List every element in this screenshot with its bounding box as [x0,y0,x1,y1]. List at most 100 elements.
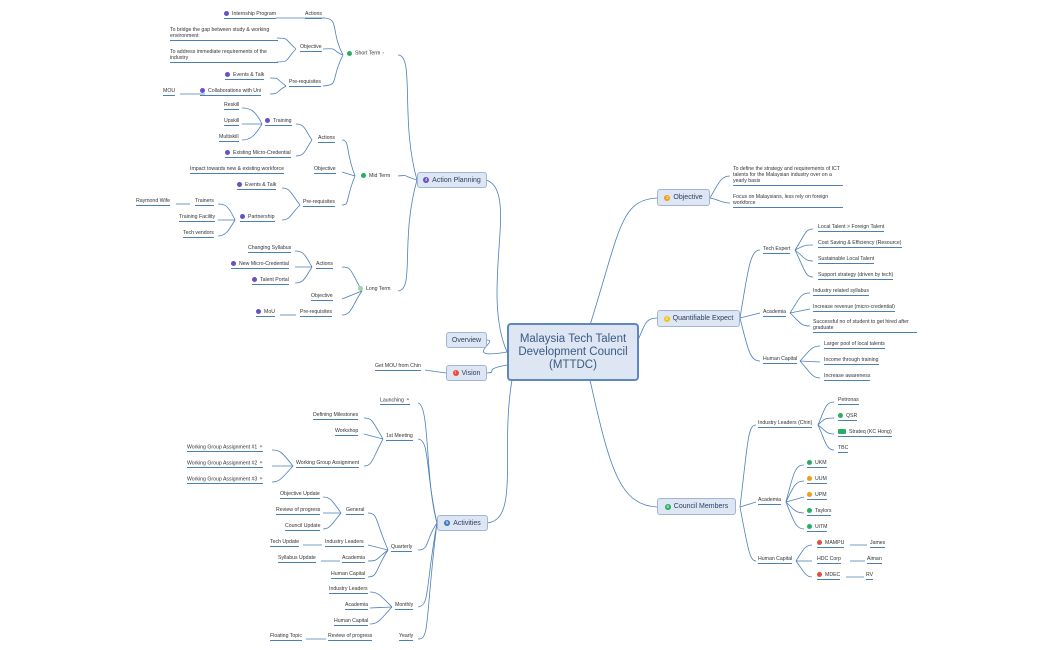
act-wga-1[interactable]: Working Group Assignment #1⚑ [187,444,263,453]
q-te-4[interactable]: Support strategy (driven by tech) [818,272,894,280]
mt-existing[interactable]: Existing Micro-Credential [225,150,291,158]
c-mampu[interactable]: MAMPU [817,540,845,548]
mt-prereq[interactable]: Pre-requisites [303,199,336,207]
q-academia[interactable]: Academia [763,309,787,317]
c-taylors[interactable]: Taylors [807,508,832,516]
act-council-update[interactable]: Council Update [285,523,321,531]
c-uum[interactable]: UUM [807,476,827,484]
act-tech-update[interactable]: Tech Update [270,539,300,547]
q-hc-1[interactable]: Larger pool of local talents [824,341,885,349]
mt-training[interactable]: Training [265,118,292,126]
lt-portal[interactable]: Talent Portal [252,277,289,285]
c-upm[interactable]: UPM [807,492,827,500]
lt-syllabus[interactable]: Changing Syllabus [248,245,292,253]
st-events[interactable]: Events & Talk [225,72,265,80]
act-wga[interactable]: Working Group Assignment [296,460,360,468]
c-tbc[interactable]: TBC [838,445,849,453]
mt-reskill[interactable]: Reskill [224,102,240,110]
mt-events[interactable]: Events & Talk [237,182,277,190]
act-review-progress[interactable]: Review of progress [276,507,321,515]
act-monthly-academia[interactable]: Academia [345,602,369,610]
act-launching[interactable]: Launching⚑ [380,397,410,406]
c-qsr[interactable]: QSR [838,413,858,421]
st-mou[interactable]: MOU [163,88,176,96]
q-hc-3[interactable]: Increase awareness [824,373,871,381]
c-hdc[interactable]: HDC Corp [817,556,841,564]
central-topic[interactable]: Malaysia Tech Talent Development Council… [507,323,639,381]
act-wga-2[interactable]: Working Group Assignment #2⚑ [187,460,263,469]
c-james[interactable]: James [870,540,886,548]
lt-mou[interactable]: MoU [256,309,275,317]
lt-objective[interactable]: Objective [311,293,333,301]
q-te-1[interactable]: Local Talent > Foreign Talent [818,224,885,232]
q-te-3[interactable]: Sustainable Local Talent [818,256,875,264]
topic-council[interactable]: 6 Council Members [657,498,736,515]
mt-facility[interactable]: Training Facility [179,214,216,222]
c-uitm[interactable]: UiTM [807,524,828,532]
c-ukm[interactable]: UKM [807,460,827,468]
act-monthly[interactable]: Monthly [395,602,414,610]
q-ac-2[interactable]: Increase revenue (micro-credential) [813,304,895,312]
act-yearly-review[interactable]: Review of progress [328,633,373,641]
st-objective[interactable]: Objective [300,44,322,52]
st-obj-1[interactable]: To bridge the gap between study & workin… [170,27,278,41]
act-wga-3[interactable]: Working Group Assignment #3⚑ [187,476,263,485]
mt-impact[interactable]: Impact towards new & existing workforce [190,166,284,174]
act-quarterly[interactable]: Quarterly [391,544,413,552]
mt-objective[interactable]: Objective [314,166,336,174]
mt-multiskill[interactable]: Multiskill [219,134,239,142]
act-academia[interactable]: Academia [342,555,366,563]
lt-micro[interactable]: New Micro-Credential [231,261,289,269]
mt-partnership[interactable]: Partnership [240,214,275,222]
topic-objective[interactable]: 2 Objective [657,189,710,206]
q-te-2[interactable]: Cost Saving & Efficiency (Resource) [818,240,902,248]
floating-topic[interactable]: Floating Topic [270,633,302,641]
c-human-capital[interactable]: Human Capital [758,556,793,564]
st-internship[interactable]: Internship Program [224,11,277,19]
mt-upskill[interactable]: Upskill [224,118,240,126]
act-workshop[interactable]: Workshop [335,428,359,436]
mt-trainers[interactable]: Trainers [195,198,214,206]
act-monthly-industry[interactable]: Industry Leaders [329,586,368,594]
st-actions[interactable]: Actions [305,11,323,19]
objective-1[interactable]: To define the strategy and requirements … [733,166,843,186]
c-rv[interactable]: RV [866,572,874,580]
vision-note[interactable]: Get MOU from Chin [375,363,421,371]
long-term[interactable]: Long Term [358,286,390,292]
topic-vision[interactable]: ! Vision [446,365,487,381]
c-academia[interactable]: Academia [758,497,782,505]
c-mdec[interactable]: MDEC [817,572,841,580]
act-defining[interactable]: Defining Milestones [313,412,359,420]
q-human-capital[interactable]: Human Capital [763,356,798,364]
act-syllabus-update[interactable]: Syllabus Update [278,555,316,563]
mt-raymond[interactable]: Raymond Wife [136,198,171,206]
st-obj-2[interactable]: To address immediate requirements of the… [170,49,278,63]
q-tech-expert[interactable]: Tech Expert [763,246,791,254]
q-ac-3[interactable]: Successful no of student to get hired af… [813,319,917,333]
act-first-meeting[interactable]: 1st Meeting [386,433,413,441]
lt-prereq[interactable]: Pre-requisites [300,309,333,317]
mt-vendors[interactable]: Tech vendors [183,230,214,238]
act-yearly[interactable]: Yearly [399,633,414,641]
act-industry-leaders[interactable]: Industry Leaders [325,539,364,547]
q-ac-1[interactable]: Industry related syllabus [813,288,869,296]
c-strateq[interactable]: Strateq (KC Hong) [838,429,892,437]
lt-actions[interactable]: Actions [316,261,334,269]
c-aiman[interactable]: Aiman [867,556,882,564]
st-prereq[interactable]: Pre-requisites [289,79,322,87]
q-hc-2[interactable]: Income through training [824,357,879,365]
act-obj-update[interactable]: Objective Update [280,491,320,499]
c-petronas[interactable]: Petronas [838,397,859,405]
topic-overview[interactable]: Overview [446,332,487,348]
act-human-capital[interactable]: Human Capital [331,571,366,579]
c-industry[interactable]: Industry Leaders (Chin) [758,420,813,428]
objective-2[interactable]: Focus on Malaysians, less rely on foreig… [733,194,843,208]
mid-term[interactable]: Mid Term [361,173,390,179]
st-collab[interactable]: Collaborations with Uni [200,88,262,96]
topic-action-planning[interactable]: 4 Action Planning [417,172,487,188]
topic-activities[interactable]: 5 Activities [437,515,488,531]
short-term[interactable]: Short Term⌕ [347,50,385,56]
act-general[interactable]: General [346,507,365,515]
topic-quantifiable[interactable]: 3 Quantifiable Expect [657,310,740,327]
mt-actions[interactable]: Actions [318,135,336,143]
